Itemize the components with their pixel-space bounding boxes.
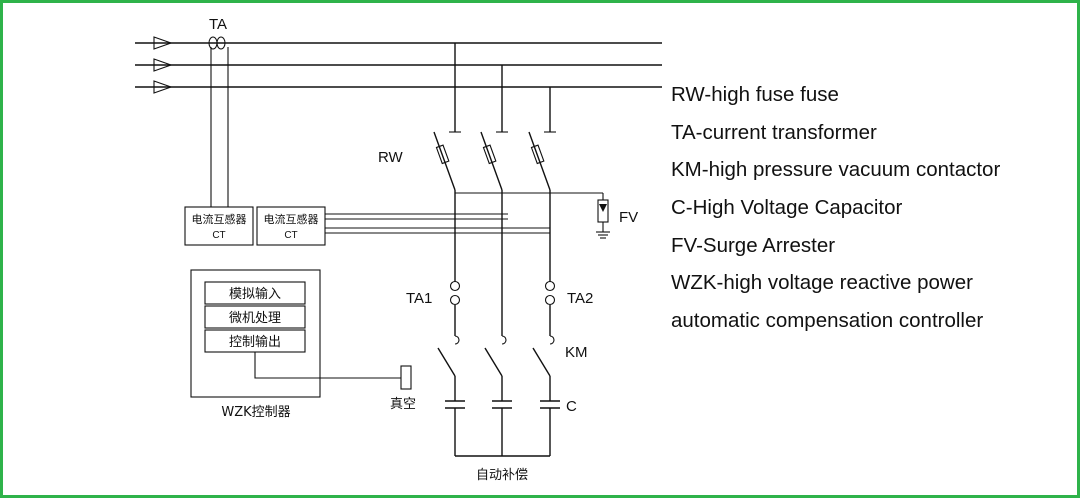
controller-row-output: 控制输出 — [229, 334, 281, 350]
legend-item-ta: TA-current transformer — [671, 120, 877, 144]
ta1-symbol — [449, 280, 461, 336]
ct-box-1: 电流互感器 CT — [184, 206, 254, 246]
fv-label: FV — [619, 209, 638, 226]
c-label: C — [566, 398, 577, 415]
control-wire — [254, 352, 401, 379]
arrow-icons — [153, 36, 173, 94]
ct-box-1-line1: 电流互感器 — [192, 212, 247, 226]
fv-arrester — [455, 192, 610, 239]
ct-wires — [325, 213, 550, 234]
ta2-symbol — [544, 280, 556, 336]
km-label: KM — [565, 344, 588, 361]
ct-box-2: 电流互感器 CT — [256, 206, 326, 246]
wzk-controller: 模拟输入 微机处理 控制输出 WZK控制器 — [190, 269, 321, 420]
ct-box-1-line2: CT — [212, 230, 225, 241]
legend-item-c: C-High Voltage Capacitor — [671, 196, 903, 220]
ct-box-2-line1: 电流互感器 — [264, 212, 319, 226]
vacuum-label: 真空 — [390, 397, 416, 412]
rw-fuses — [433, 131, 556, 191]
bottom-label: 自动补偿 — [476, 468, 528, 483]
ta-transformer-symbol — [208, 36, 229, 207]
capacitors — [445, 400, 560, 457]
ta-label: TA — [209, 16, 227, 33]
controller-caption: WZK控制器 — [221, 405, 290, 420]
km-contactors — [437, 335, 555, 401]
ta1-label: TA1 — [406, 290, 432, 307]
legend-list: RW-high fuse fuse TA-current transformer… — [671, 80, 1000, 344]
legend-item-km: KM-high pressure vacuum contactor — [671, 158, 1001, 182]
legend-item-rw: RW-high fuse fuse — [671, 83, 839, 106]
legend-item-wzk-cont: automatic compensation controller — [671, 309, 984, 333]
bus-lines — [135, 42, 662, 88]
rw-label: RW — [378, 149, 404, 166]
legend-item-wzk: WZK-high voltage reactive power — [671, 271, 973, 295]
phase-lines-lower — [454, 190, 551, 336]
vacuum-coil — [400, 365, 412, 390]
legend-item-fv: FV-Surge Arrester — [671, 233, 836, 257]
controller-row-processing: 微机处理 — [229, 311, 281, 326]
ta2-label: TA2 — [567, 290, 593, 307]
phase-lines — [454, 43, 551, 132]
ct-box-2-line2: CT — [284, 230, 297, 241]
controller-row-input: 模拟输入 — [229, 286, 281, 302]
